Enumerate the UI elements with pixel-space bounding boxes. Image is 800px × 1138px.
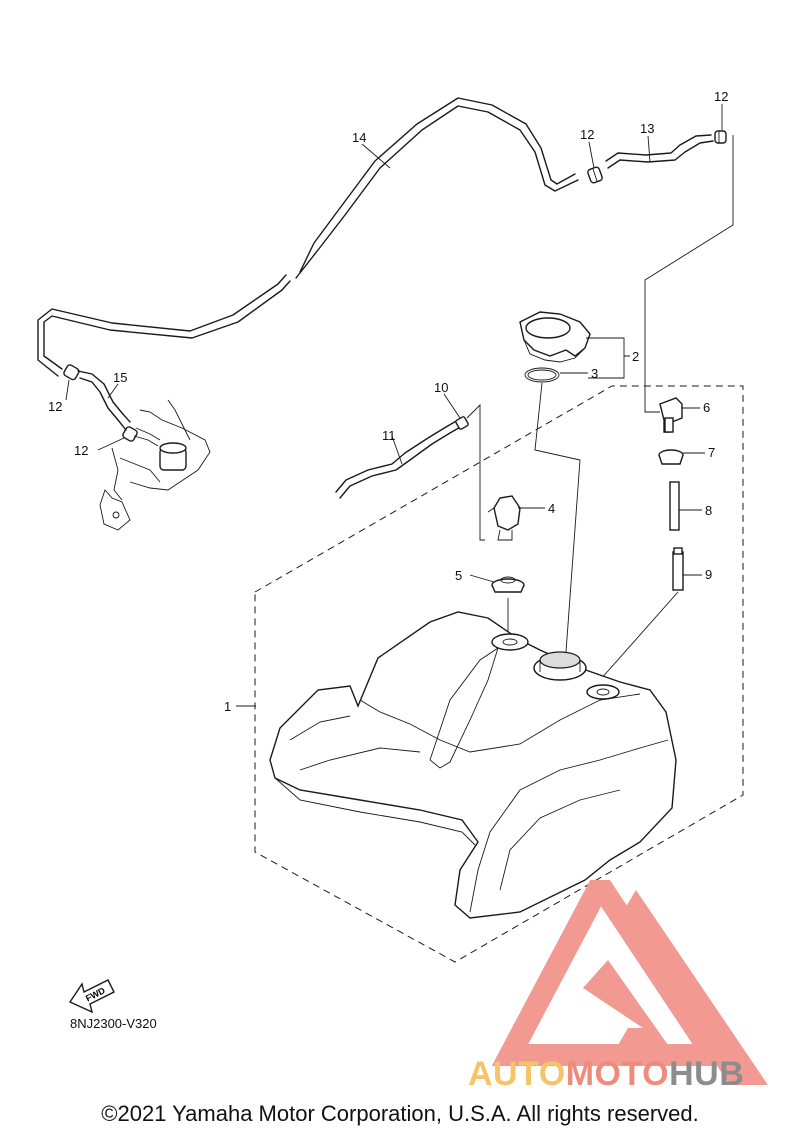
callout-numbers: 1 2 3 4 5 6 7 8 9 10 11 12 12 12 12 13 1… xyxy=(48,89,728,714)
assembly-boundary xyxy=(254,385,744,963)
watermark-text: AUTOMOTOHUB xyxy=(468,1055,744,1094)
leader-10-4 xyxy=(466,403,485,541)
hose-15 xyxy=(77,370,131,431)
filter-9 xyxy=(672,547,684,591)
leader-9-tank xyxy=(599,591,679,681)
grommet-5 xyxy=(491,576,525,593)
callout-15: 15 xyxy=(113,370,127,385)
callout-12-left-bottom: 12 xyxy=(74,443,88,458)
callout-8: 8 xyxy=(705,503,712,518)
clamp-10 xyxy=(455,416,469,430)
diagram-code: 8NJ2300-V320 xyxy=(70,1016,157,1031)
callout-10: 10 xyxy=(434,380,448,395)
callout-4: 4 xyxy=(548,501,555,516)
callout-12-top-mid: 12 xyxy=(580,127,594,142)
callout-14: 14 xyxy=(352,130,366,145)
fwd-arrow-icon: FWD xyxy=(68,979,115,1014)
clamp-12-top-right xyxy=(714,130,727,144)
fuel-cap-2 xyxy=(519,311,591,363)
clamp-12-top-mid xyxy=(587,166,603,184)
copyright-notice: ©2021 Yamaha Motor Corporation, U.S.A. A… xyxy=(101,1101,699,1126)
automotohub-logo-icon xyxy=(491,880,768,1085)
callout-2: 2 xyxy=(632,349,639,364)
leader-cap-neck xyxy=(534,382,581,653)
grommet-7 xyxy=(658,449,684,465)
connection-line-12-6 xyxy=(644,135,734,413)
clamp-12-left-top xyxy=(63,364,80,381)
rollover-valve-4 xyxy=(487,495,521,541)
hose-13 xyxy=(605,134,714,169)
callout-5: 5 xyxy=(455,568,462,583)
callout-7: 7 xyxy=(708,445,715,460)
callout-11: 11 xyxy=(382,428,396,443)
callout-12-left-top: 12 xyxy=(48,399,62,414)
elbow-fitting-6 xyxy=(659,397,683,433)
tube-8 xyxy=(669,481,680,531)
callout-1: 1 xyxy=(224,699,231,714)
hose-11 xyxy=(335,419,463,499)
callout-13: 13 xyxy=(640,121,654,136)
callout-12-top-right: 12 xyxy=(714,89,728,104)
breather-pipe-14 xyxy=(37,97,579,377)
watermark-part-hub: HUB xyxy=(669,1055,745,1093)
callout-leaders xyxy=(65,104,723,707)
fuel-tank-1 xyxy=(269,611,677,919)
gasket-ring-3 xyxy=(524,367,560,383)
watermark-part-auto: AUTO xyxy=(468,1055,566,1093)
fuel-fitting-left xyxy=(99,399,211,531)
callout-6: 6 xyxy=(703,400,710,415)
callout-9: 9 xyxy=(705,567,712,582)
callout-3: 3 xyxy=(591,366,598,381)
watermark-part-moto: MOTO xyxy=(565,1055,670,1093)
